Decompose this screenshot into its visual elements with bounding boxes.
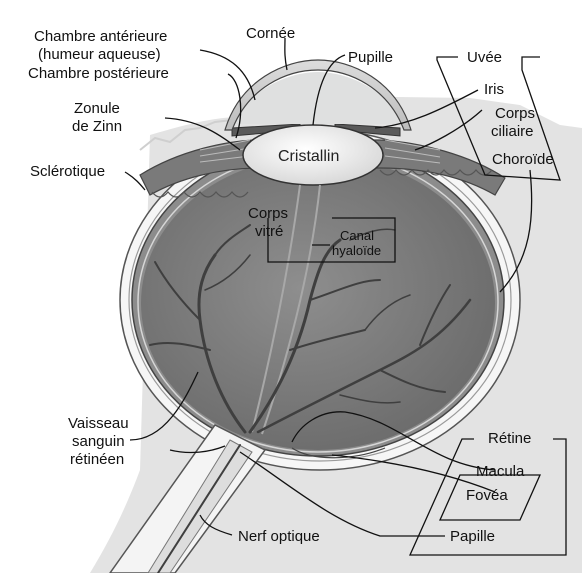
label-choroide: Choroïde [492,151,554,168]
label-nerf-optique: Nerf optique [238,528,320,545]
label-vaisseau: Vaisseau [68,415,129,432]
label-cornee: Cornée [246,25,295,42]
label-pupille: Pupille [348,49,393,66]
label-retine: Rétine [488,430,531,447]
label-chambre-anterieure: Chambre antérieure [34,28,167,45]
label-iris: Iris [484,81,504,98]
label-sanguin: sanguin [72,433,125,450]
label-chambre-posterieure: Chambre postérieure [28,65,169,82]
label-macula: Macula [476,463,525,480]
label-retineen: rétinéen [70,451,124,468]
label-cristallin: Cristallin [278,148,339,165]
label-corps-ciliaire-2: ciliaire [491,123,534,140]
label-de-zinn: de Zinn [72,118,122,135]
label-humeur-aqueuse: (humeur aqueuse) [38,46,161,63]
label-fovea: Fovéa [466,487,508,504]
label-canal: Canal [340,228,374,243]
label-uvee: Uvée [467,49,502,66]
label-sclerotique: Sclérotique [30,163,105,180]
label-corps-vitre-1: Corps [248,205,288,222]
label-papille: Papille [450,528,495,545]
label-hyaloide: hyaloïde [332,243,381,258]
label-corps-vitre-2: vitré [255,223,283,240]
label-corps-ciliaire-1: Corps [495,105,535,122]
label-zonule: Zonule [74,100,120,117]
